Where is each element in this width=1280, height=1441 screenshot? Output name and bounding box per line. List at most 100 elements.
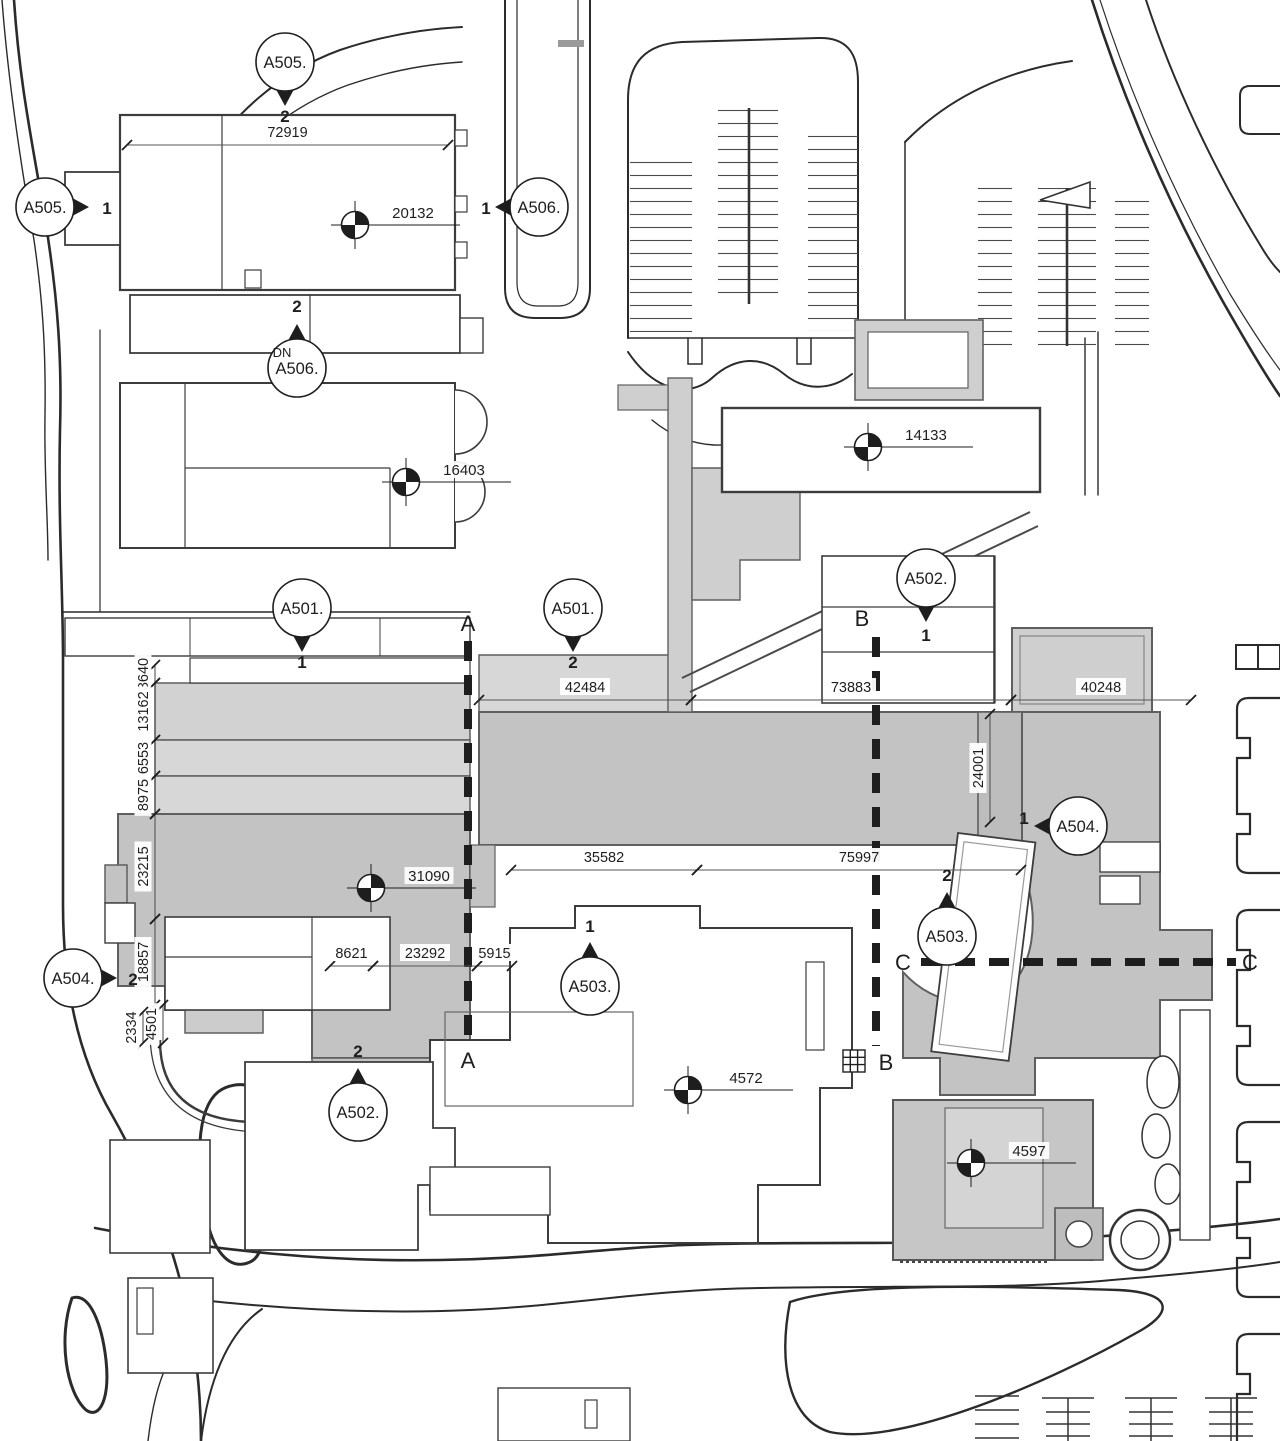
svg-text:A504.: A504. <box>1056 818 1099 836</box>
svg-text:23292: 23292 <box>405 946 445 962</box>
section-a-label-bottom: A <box>461 1048 476 1073</box>
svg-text:A504.: A504. <box>51 970 94 988</box>
section-marker-a503-1: A503.1 <box>560 917 620 1016</box>
gray-corridor-top <box>617 384 669 411</box>
svg-text:2: 2 <box>128 970 137 989</box>
survey-marker-14133: 14133 <box>844 423 973 471</box>
road-right-diagonal-b <box>1099 0 1280 371</box>
building-topleft-20132 <box>64 113 468 292</box>
svg-text:8621: 8621 <box>335 946 367 962</box>
svg-text:A501.: A501. <box>280 600 323 618</box>
section-marker-a501-1: A501.1 <box>272 578 332 672</box>
gray-left-tab <box>104 864 128 904</box>
parking-lot-top-outline <box>627 36 859 339</box>
dim-35582: 35582 <box>505 848 703 876</box>
svg-text:18857: 18857 <box>136 942 152 982</box>
svg-text:1: 1 <box>481 199 490 218</box>
svg-text:A502.: A502. <box>336 1104 379 1122</box>
stripes-lot2-right <box>1115 192 1149 352</box>
svg-text:72919: 72919 <box>267 125 307 141</box>
svg-text:4501: 4501 <box>144 1008 160 1040</box>
svg-text:8975: 8975 <box>136 779 152 811</box>
section-marker-a501-2: A501.2 <box>543 578 603 672</box>
section-b-label-bottom: B <box>879 1050 894 1075</box>
section-c-label-right: C <box>1242 950 1258 975</box>
svg-text:24001: 24001 <box>971 748 987 788</box>
section-b-label-top: B <box>855 606 870 631</box>
dn-label: DN <box>273 345 292 360</box>
svg-text:75997: 75997 <box>839 850 879 866</box>
svg-text:2: 2 <box>353 1042 362 1061</box>
road-right-diagonal-a <box>1090 0 1280 398</box>
road-right-of-14133 <box>1084 331 1099 496</box>
dim-2334: 2334 <box>122 1006 149 1049</box>
svg-text:40248: 40248 <box>1081 680 1121 696</box>
entrance-arcs <box>149 1031 259 1133</box>
dim-5915: 5915 <box>471 944 518 972</box>
svg-text:23215: 23215 <box>136 846 152 886</box>
curb-tab-topright <box>1239 85 1280 135</box>
svg-text:2: 2 <box>280 107 289 126</box>
svg-text:2: 2 <box>942 866 951 885</box>
gray-building-4597 <box>892 1099 1104 1263</box>
traffic-island-bottom <box>784 1285 1164 1436</box>
svg-text:3640: 3640 <box>136 658 152 690</box>
gray-building-40248 <box>1011 627 1153 713</box>
gray-block-topright-mid <box>854 319 984 401</box>
svg-text:13162: 13162 <box>136 691 152 731</box>
svg-text:A502.: A502. <box>904 570 947 588</box>
svg-text:2334: 2334 <box>124 1011 140 1043</box>
section-a-label-top: A <box>461 611 476 636</box>
svg-text:16403: 16403 <box>443 462 485 479</box>
island-vertical-inner <box>516 0 579 307</box>
parking-t-clusters-bottom <box>975 1395 1257 1441</box>
svg-text:31090: 31090 <box>408 868 450 885</box>
section-marker-a506-1: A506. 1 <box>481 177 569 237</box>
svg-text:A506.: A506. <box>275 360 318 378</box>
gray-a-line-stub <box>469 844 496 908</box>
stripes-lot1-left <box>630 152 692 332</box>
dim-8975: 8975 <box>134 770 161 820</box>
gray-band-13162 <box>154 682 471 741</box>
building-center-a503 <box>429 905 853 1244</box>
svg-text:2: 2 <box>292 297 301 316</box>
road-left-inner <box>1 0 49 561</box>
dim-40248: 40248 <box>1005 678 1197 706</box>
buildings-bottomleft <box>109 1061 631 1441</box>
section-marker-a503-2: A503.2 <box>917 866 977 966</box>
section-marker-a504-1: A504. 1 <box>1019 796 1108 856</box>
svg-text:A506.: A506. <box>517 199 560 217</box>
survey-marker-20132: 20132 <box>331 201 460 249</box>
road-right-diagonal-c <box>1145 0 1280 273</box>
white-buildings-layer <box>64 113 1211 1441</box>
svg-text:A505.: A505. <box>263 54 306 72</box>
section-marker-a505-1: A505.1 <box>15 177 112 237</box>
curb-double-square <box>1235 644 1280 670</box>
svg-text:1: 1 <box>1019 809 1028 828</box>
dim-24001: 24001 <box>969 708 996 828</box>
svg-text:35582: 35582 <box>584 850 624 866</box>
parking-stub-b <box>796 337 812 365</box>
parking-stub-a <box>687 337 703 365</box>
section-marker-a502-2: A502. 2 <box>328 1042 388 1142</box>
dim-23215: 23215 <box>134 808 161 925</box>
tree-blobs <box>1141 1055 1182 1205</box>
dim-72919: 72919 <box>121 123 454 151</box>
svg-text:6553: 6553 <box>136 742 152 774</box>
white-cutouts-right <box>1099 841 1211 1241</box>
road-dash-mark <box>558 40 584 47</box>
island-leaf-bottomleft <box>63 1295 109 1414</box>
dim-13162: 13162 <box>134 677 161 746</box>
building-strip-a501 <box>64 617 471 684</box>
dim-18857: 18857 <box>134 913 161 1011</box>
svg-text:1: 1 <box>102 199 111 218</box>
section-marker-a504-2: A504. 2 <box>43 948 138 1008</box>
survey-marker-31090: 31090 <box>347 864 476 912</box>
road-righttop-curve <box>904 60 1073 143</box>
section-c-label-left: C <box>895 950 911 975</box>
svg-text:4597: 4597 <box>1012 1143 1045 1160</box>
gray-band-8975 <box>154 775 471 815</box>
building-16403 <box>119 382 488 549</box>
survey-marker-4572: 4572 <box>664 1066 793 1114</box>
